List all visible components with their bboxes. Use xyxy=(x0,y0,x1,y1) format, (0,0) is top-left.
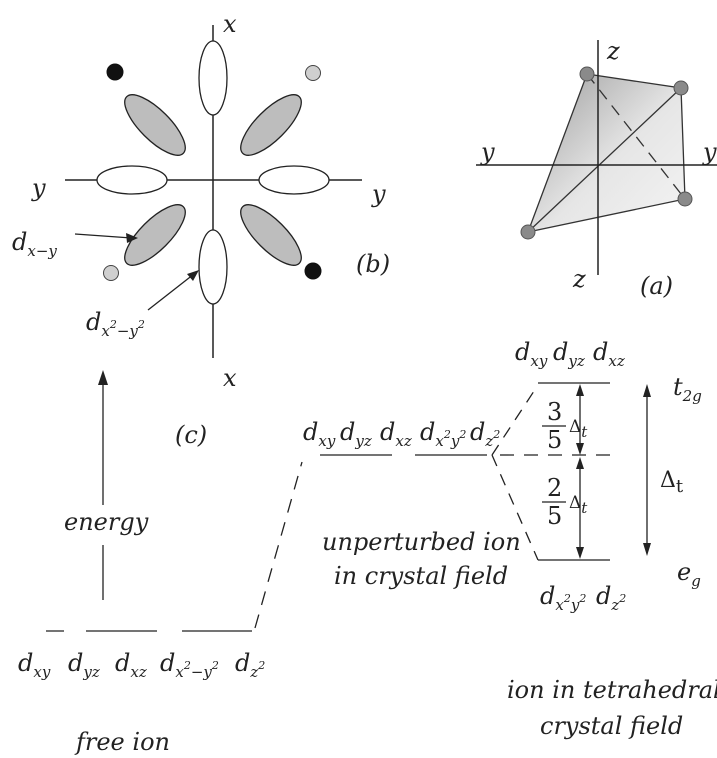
t2g-orbital-dxz: dxz xyxy=(593,338,625,370)
total-split-arrowhead-bottom xyxy=(643,543,651,556)
axis-z-top-label: z xyxy=(606,37,620,65)
dxy-lobe-label: dx−y xyxy=(12,228,57,260)
dx2y2-label-arrow xyxy=(147,273,195,311)
panel-c-energy-levels: (c) energy dxy dyz dxz dx2−y2 dz2 free i… xyxy=(18,338,717,756)
tetrahedron-edge-hidden xyxy=(586,73,686,200)
unperturbed-orbital-dx2y2: dx2y2 xyxy=(420,418,466,450)
lower-split-arrowhead-top xyxy=(576,457,584,469)
eg-orbital-dz2: dz2 xyxy=(596,582,626,614)
upper-fraction-den: 5 xyxy=(547,426,562,454)
upper-fraction-delta: Δt xyxy=(569,417,588,441)
free-ion-orbital-dxz: dxz xyxy=(115,649,147,681)
dxy-label-arrowhead xyxy=(126,233,138,243)
free-ion-orbital-dyz: dyz xyxy=(68,649,100,681)
panel-a-tetrahedron: z z y y (a) xyxy=(476,37,717,300)
dxy-label-arrow xyxy=(74,233,133,239)
lower-fraction-delta: Δt xyxy=(569,493,588,517)
lower-fraction-den: 5 xyxy=(547,502,562,530)
ligand-ball-1 xyxy=(579,66,595,82)
axis-z-bottom-label: z xyxy=(572,265,586,293)
upper-fraction-num: 3 xyxy=(547,398,562,426)
ligand-ball-4 xyxy=(520,224,536,240)
free-ion-orbital-dx2y2: dx2−y2 xyxy=(160,649,219,681)
energy-arrowhead xyxy=(98,370,108,385)
dx2y2-label-arrowhead xyxy=(187,270,199,281)
dxy-lobe-lower-left xyxy=(124,204,186,266)
ion-light-upper-right xyxy=(305,65,321,81)
ligand-ball-2 xyxy=(673,80,689,96)
unperturbed-orbital-dxz: dxz xyxy=(380,418,412,450)
axis-y-left-label: y xyxy=(31,174,46,202)
unperturbed-caption-line2: in crystal field xyxy=(334,562,508,590)
split-dash-down xyxy=(491,454,539,561)
dx2y2-lobe-top xyxy=(198,40,228,116)
t2g-label: t2g xyxy=(673,373,702,405)
upper-split-arrowhead-bottom xyxy=(576,443,584,455)
dx2y2-lobe-left xyxy=(96,165,168,195)
dx2y2-lobe-right xyxy=(258,165,330,195)
lower-fraction-num: 2 xyxy=(547,474,562,502)
t2g-orbital-dxy: dxy xyxy=(515,338,548,370)
panel-b-orbital-lobes: x x y y (b) dx−y dx2−y2 xyxy=(12,10,390,392)
ligand-ball-3 xyxy=(677,191,693,207)
unperturbed-orbital-dyz: dyz xyxy=(340,418,372,450)
upper-split-arrowhead-top xyxy=(576,384,584,396)
panel-c-label: (c) xyxy=(175,421,207,449)
unperturbed-orbital-dz2: dz2 xyxy=(470,418,500,450)
dxy-lobe-upper-right xyxy=(240,94,302,156)
ion-light-lower-left xyxy=(103,265,119,281)
ion-dark-lower-right xyxy=(304,262,322,280)
ion-dark-upper-left xyxy=(106,63,124,81)
eg-label: eg xyxy=(677,558,701,590)
eg-orbital-dx2y2: dx2y2 xyxy=(540,582,586,614)
t2g-orbital-dyz: dyz xyxy=(553,338,585,370)
free-ion-caption: free ion xyxy=(74,728,170,756)
total-split-arrowhead-top xyxy=(643,384,651,397)
panel-b-label: (b) xyxy=(356,250,390,278)
dx2y2-lobe-bottom xyxy=(198,229,228,305)
tetrahedron-body xyxy=(526,73,686,233)
tetra-caption-line2: crystal field xyxy=(540,712,683,740)
unperturbed-caption-line1: unperturbed ion xyxy=(322,528,521,556)
dxy-lobe-upper-left xyxy=(124,94,186,156)
connector-free-to-unperturbed xyxy=(254,461,303,629)
axis-y-right-label-a: y xyxy=(702,138,717,166)
axis-y-right-label: y xyxy=(371,180,386,208)
panel-a-label: (a) xyxy=(640,272,673,300)
lower-split-arrowhead-bottom xyxy=(576,547,584,559)
dxy-lobe-lower-right xyxy=(240,204,302,266)
total-split-label: Δt xyxy=(660,468,684,497)
split-dash-up xyxy=(491,384,539,456)
unperturbed-orbital-dxy: dxy xyxy=(303,418,336,450)
free-ion-orbital-dxy: dxy xyxy=(18,649,51,681)
axis-x-top-label: x xyxy=(223,10,237,38)
dx2y2-lobe-label: dx2−y2 xyxy=(86,308,145,340)
axis-y-left-label-a: y xyxy=(480,138,495,166)
free-ion-orbital-dz2: dz2 xyxy=(235,649,265,681)
tetra-caption-line1: ion in tetrahedral xyxy=(507,676,717,704)
energy-label: energy xyxy=(64,508,149,536)
tetrahedron-edge-front xyxy=(527,87,682,233)
axis-x-bottom-label: x xyxy=(223,364,237,392)
